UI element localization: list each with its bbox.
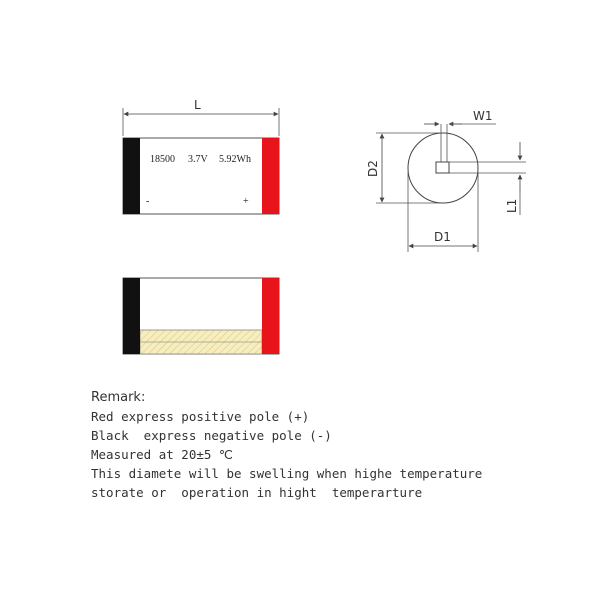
positive-pole [262, 138, 279, 214]
terminal-tab [435, 161, 450, 174]
dimension-l: L [122, 98, 280, 136]
negative-pole-side [123, 278, 140, 354]
cell-energy: 5.92Wh [219, 154, 251, 165]
dimension-w1-label: W1 [473, 109, 493, 123]
cell-voltage: 3.7V [188, 154, 209, 165]
remark-line-operation: storate or operation in hight temperartu… [91, 485, 423, 500]
remark-line-negative: Black express negative pole (-) [91, 428, 332, 443]
negative-pole [123, 138, 140, 214]
remark-title: Remark: [91, 390, 146, 405]
remark-block: Remark: Red express positive pole (+) Bl… [91, 390, 482, 502]
negative-mark: - [146, 196, 149, 207]
positive-pole-side [262, 278, 279, 354]
cell-end-view: D2 D1 W1 L1 [366, 109, 526, 252]
remark-line-positive: Red express positive pole (+) [91, 409, 310, 424]
remark-line-measured: Measured at 20±5 ℃ [91, 447, 233, 462]
positive-mark: + [243, 196, 249, 207]
dimension-l1-label: L1 [505, 199, 519, 213]
cell-side-view [122, 277, 280, 355]
dimension-d1-label: D1 [434, 230, 451, 244]
dimension-l-label: L [194, 98, 201, 112]
dimension-d2-label: D2 [366, 160, 380, 177]
cell-body [122, 137, 280, 215]
cell-model: 18500 [150, 154, 175, 165]
cell-top-view: 18500 3.7V 5.92Wh - + [122, 137, 280, 215]
remark-line-swelling: This diamete will be swelling when highe… [91, 466, 483, 481]
